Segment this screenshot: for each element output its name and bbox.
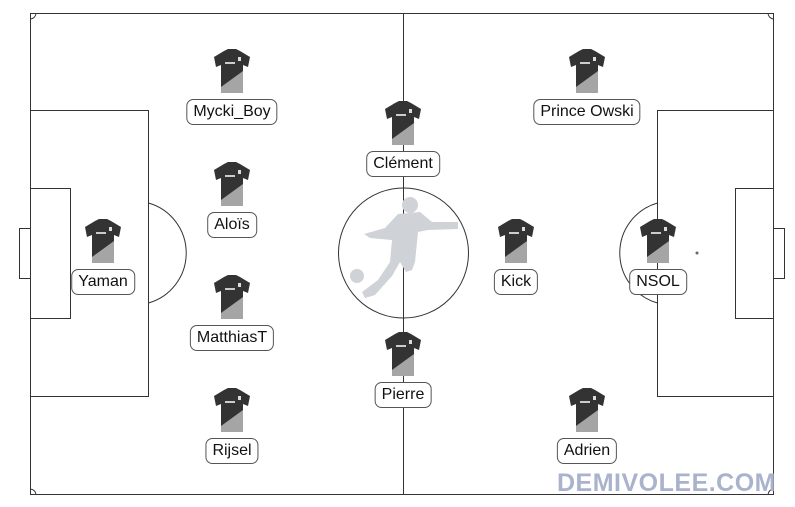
- player-name-label[interactable]: Yaman: [71, 269, 135, 295]
- player-name-label[interactable]: Kick: [493, 269, 539, 295]
- left-goal: [19, 228, 31, 279]
- penalty-spot: [695, 251, 699, 255]
- player-name-label[interactable]: Adrien: [556, 438, 618, 464]
- player-name-label[interactable]: MatthiasT: [189, 325, 275, 351]
- jersey-icon: [385, 332, 421, 376]
- jersey-icon: [498, 219, 534, 263]
- player-name-label[interactable]: Mycki_Boy: [186, 99, 278, 125]
- jersey-icon: [214, 162, 250, 206]
- jersey-icon: [640, 219, 676, 263]
- player-name-label[interactable]: Aloïs: [207, 212, 257, 238]
- center-circle: [338, 187, 469, 319]
- player-name-label[interactable]: Prince Owski: [533, 99, 641, 125]
- right-goal: [773, 228, 785, 279]
- demivolee-watermark: DEMIVOLEE.COM: [557, 469, 777, 497]
- player-name-label[interactable]: Rijsel: [205, 438, 259, 464]
- corner-arcs: [30, 13, 774, 495]
- player-name-label[interactable]: Pierre: [374, 382, 432, 408]
- player-silhouette-icon: [350, 197, 458, 298]
- player-name-label[interactable]: NSOL: [629, 269, 687, 295]
- left-penalty-arc: [148, 202, 187, 304]
- left-goal-area: [30, 188, 71, 319]
- player-name-label[interactable]: Clément: [366, 151, 440, 177]
- jersey-icon: [214, 49, 250, 93]
- jersey-icon: [214, 275, 250, 319]
- jersey-icon: [569, 49, 605, 93]
- jersey-icon: [569, 388, 605, 432]
- right-goal-area: [735, 188, 774, 319]
- jersey-icon: [385, 101, 421, 145]
- jersey-icon: [85, 219, 121, 263]
- jersey-icon: [214, 388, 250, 432]
